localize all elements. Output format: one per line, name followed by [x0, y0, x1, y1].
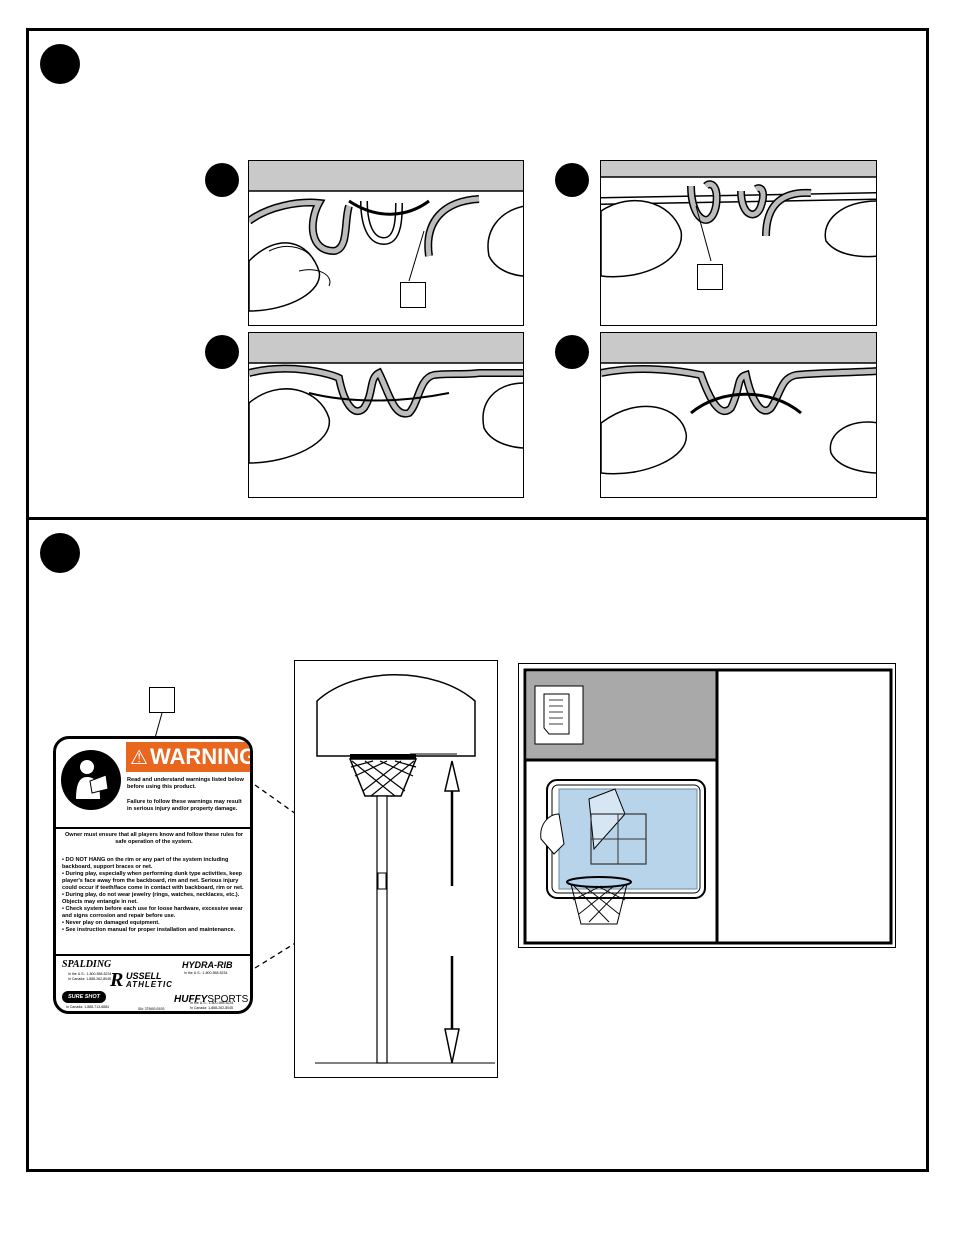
warning-rule: • During play, especially when performin…: [62, 871, 244, 891]
substep-circle-b: [555, 163, 589, 197]
contact-sure-shot: In Canada: 1-888-713-6884: [66, 1005, 110, 1009]
net-attach-panel-d: [600, 332, 877, 498]
warning-rule: • Never play on damaged equipment.: [62, 920, 160, 926]
warning-owner-rule: Owner must ensure that all players know …: [64, 832, 244, 845]
warning-rule: • DO NOT HANG on the rim or any part of …: [62, 857, 229, 870]
callout-box-b: [697, 264, 723, 290]
warning-rules-list: • DO NOT HANG on the rim or any part of …: [62, 857, 248, 934]
warning-header: ⚠ WARNING: [126, 742, 250, 772]
warning-failure: Failure to follow these warnings may res…: [127, 799, 242, 812]
step-number-circle-bottom: [40, 533, 80, 573]
warning-intro: Read and understand warnings listed belo…: [127, 777, 244, 790]
callout-box-a: [400, 282, 426, 308]
callout-box-warning-label: [149, 687, 175, 713]
step-number-circle-top: [40, 44, 80, 84]
russell-top: USSELL: [126, 971, 162, 981]
huffy-bold: HUFFY: [174, 994, 208, 1005]
warning-divider-1: [56, 827, 250, 829]
warning-rule: • See instruction manual for proper inst…: [62, 927, 236, 933]
warning-triangle-icon: ⚠: [130, 746, 148, 769]
part-number: ID#: 3T9650 05/03: [138, 1007, 165, 1011]
net-attach-panel-b: [600, 160, 877, 326]
brand-spalding: SPALDING: [62, 959, 112, 970]
huffy-rest: SPORTS: [207, 994, 249, 1005]
sticker-instruction-frame: [518, 663, 896, 948]
contact-spalding: In the U.S.: 1-800-558-5234 In Canada: 1…: [68, 972, 112, 981]
russell-r: R: [110, 969, 124, 991]
russell-bottom: ATHLETIC: [126, 980, 173, 989]
warning-divider-2: [56, 954, 250, 956]
substep-circle-a: [205, 163, 239, 197]
callout-leader-line: [154, 712, 163, 739]
net-attach-panel-c: [248, 332, 524, 498]
net-attach-panel-a: [248, 160, 524, 326]
brand-hydra-rib: HYDRA-RIB: [182, 960, 233, 970]
brand-russell-athletic: R USSELL ATHLETIC: [110, 969, 200, 991]
warning-title: WARNING: [149, 744, 253, 769]
read-manual-icon: [61, 750, 121, 810]
sure-shot-text: SURE SHOT: [67, 994, 101, 1000]
warning-label-card: ⚠ WARNING Read and understand warnings l…: [53, 736, 253, 1014]
brand-huffy-sports: HUFFYSPORTS: [174, 989, 248, 1007]
contact-huffy: In the U.S.: 1-800-558-5234 In Canada: 1…: [190, 1001, 234, 1010]
contact-hydra-rib: In the U.S.: 1-800-558-5234: [184, 971, 228, 975]
warning-rule: • Check system before each use for loose…: [62, 906, 243, 919]
substep-circle-d: [555, 335, 589, 369]
pole-placement-diagram: [294, 660, 498, 1078]
brand-sure-shot: SURE SHOT: [62, 991, 106, 1003]
warning-rule: • During play, do not wear jewelry (ring…: [62, 892, 240, 905]
substep-circle-c: [205, 335, 239, 369]
